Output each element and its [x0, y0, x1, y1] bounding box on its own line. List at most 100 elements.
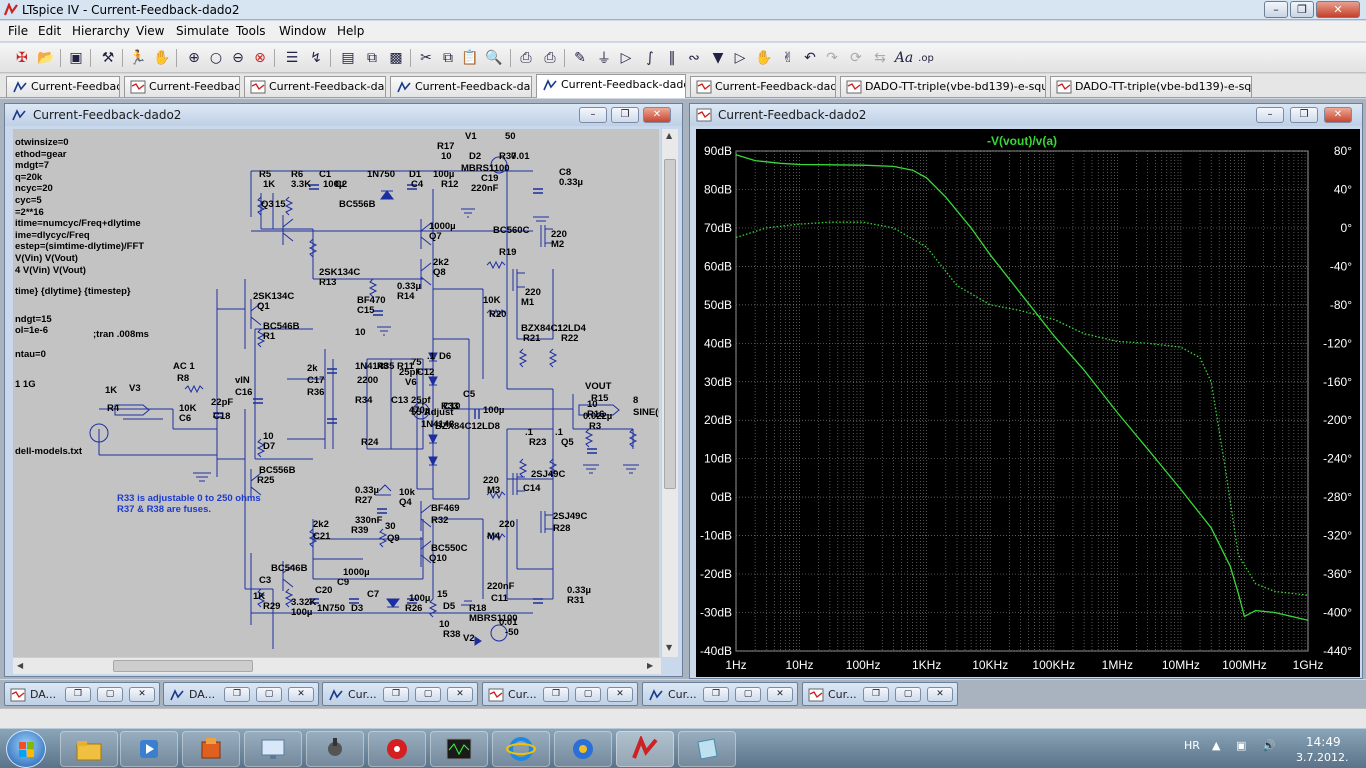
taskbar-explorer[interactable]	[60, 731, 118, 767]
minimized-maximize-icon[interactable]: ▢	[735, 687, 761, 702]
menu-tools[interactable]: Tools	[236, 24, 266, 38]
component-label[interactable]: C9	[337, 577, 350, 588]
component-label[interactable]: 50	[505, 131, 516, 142]
scroll-up-icon[interactable]: ▲	[666, 131, 673, 140]
component-label[interactable]: Q9	[387, 533, 400, 544]
component-label[interactable]: R17	[437, 141, 455, 152]
restore-button[interactable]: ❐	[1290, 1, 1314, 18]
taskbar-app-3[interactable]	[182, 731, 240, 767]
component-label[interactable]: C10	[443, 401, 461, 412]
taskbar-app-4[interactable]	[244, 731, 302, 767]
component-label[interactable]: R33	[441, 401, 459, 412]
component-label[interactable]: .1	[555, 323, 563, 334]
control-panel-icon[interactable]: ⚒	[101, 50, 115, 66]
menu-file[interactable]: File	[8, 24, 29, 38]
tile-vertical-icon[interactable]: ⧉	[367, 50, 377, 66]
minimize-button[interactable]: –	[1264, 1, 1288, 18]
component-label[interactable]: V2	[463, 633, 475, 644]
start-button[interactable]	[6, 730, 46, 768]
run-icon[interactable]: 🏃	[129, 50, 147, 66]
component-label[interactable]: C18	[213, 411, 231, 422]
component-label[interactable]: 15	[275, 199, 286, 210]
component-label[interactable]: R35	[377, 361, 395, 372]
component-label[interactable]: V1	[465, 131, 477, 142]
component-label[interactable]: C21	[313, 531, 331, 542]
redo-icon[interactable]: ↷	[826, 50, 838, 66]
drag-hand-icon[interactable]: ✌	[782, 50, 794, 66]
component-label[interactable]: 0.33µ	[397, 281, 421, 292]
component-label[interactable]: D6	[439, 351, 452, 362]
tab-dado-tt-triple-waveform-2[interactable]: DADO-TT-triple(vbe-bd139)-e-square	[1050, 76, 1252, 97]
component-label[interactable]: C16	[235, 387, 253, 398]
component-label[interactable]: 100µ	[409, 593, 431, 604]
component-label[interactable]: 220	[525, 287, 541, 298]
waveform-close-button[interactable]: ✕	[1324, 107, 1352, 123]
tab-current-feedback-schematic[interactable]: Current-Feedback	[6, 76, 120, 97]
minimized-close-icon[interactable]: ✕	[927, 687, 953, 702]
component-label[interactable]: 1000µ	[343, 567, 370, 578]
component-label[interactable]: 0.33µ	[559, 177, 583, 188]
component-label[interactable]: R32	[431, 515, 449, 526]
component-label[interactable]: 470µ	[409, 405, 431, 416]
component-label[interactable]: R37	[499, 151, 517, 162]
component-label[interactable]: M2	[551, 239, 565, 250]
component-label[interactable]: M1	[521, 297, 535, 308]
component-label[interactable]: R23	[529, 437, 547, 448]
minimized-maximize-icon[interactable]: ▢	[415, 687, 441, 702]
component-label[interactable]: 1K	[263, 179, 276, 190]
component-label[interactable]: C14	[523, 483, 541, 494]
component-label[interactable]: D1	[409, 169, 422, 180]
clock-date[interactable]: 3.7.2012.	[1296, 751, 1349, 764]
component-label[interactable]: 1K	[105, 385, 118, 396]
component-label[interactable]: MBRS1100	[469, 613, 518, 624]
component-label[interactable]: C3	[259, 575, 272, 586]
component-label[interactable]: SINE(0 {sqrt(2)} {Freq})	[633, 407, 659, 418]
component-label[interactable]: D7	[263, 441, 276, 452]
component-label[interactable]: 3.3K	[291, 179, 312, 190]
spice-directive-icon[interactable]: .op	[918, 52, 934, 64]
horizontal-scroll-thumb[interactable]	[113, 660, 253, 672]
component-label[interactable]: 2k	[307, 363, 318, 374]
component-label[interactable]: R15	[591, 393, 609, 404]
menu-view[interactable]: View	[136, 24, 165, 38]
cut-icon[interactable]: ✂	[420, 50, 432, 66]
component-label[interactable]: 10	[441, 151, 452, 162]
component-label[interactable]: MBRS1100	[461, 163, 510, 174]
component-label[interactable]: R1	[263, 331, 276, 342]
component-label[interactable]: 0.022µ	[583, 411, 613, 422]
component-label[interactable]: BZX84C12LD8	[435, 421, 500, 432]
minimized-close-icon[interactable]: ✕	[129, 687, 155, 702]
component-label[interactable]: V6	[405, 377, 417, 388]
minimized-window-4[interactable]: Cur... ❐ ▢ ✕	[482, 682, 638, 706]
find-icon[interactable]: 🔍	[485, 50, 503, 66]
minimized-restore-icon[interactable]: ❐	[224, 687, 250, 702]
component-label[interactable]: R29	[263, 601, 281, 612]
component-label[interactable]: 2SJ49C	[531, 469, 566, 480]
diode-icon[interactable]: ▼	[712, 50, 724, 66]
component-label[interactable]: 3.32K	[291, 597, 317, 608]
component-label[interactable]: Q10	[429, 553, 447, 564]
component-label[interactable]: 1N4148	[421, 419, 455, 430]
component-label[interactable]: R5	[259, 169, 272, 180]
tab-current-feedback-waveform[interactable]: Current-Feedback	[124, 76, 240, 97]
component-label[interactable]: Q7	[429, 231, 442, 242]
component-label[interactable]: R28	[553, 523, 571, 534]
schematic-horizontal-scrollbar[interactable]: ◀ ▶	[13, 657, 661, 674]
menu-edit[interactable]: Edit	[38, 24, 62, 38]
component-label[interactable]: 100µ	[291, 607, 313, 618]
component-label[interactable]: 2SJ49C	[553, 511, 588, 522]
minimized-restore-icon[interactable]: ❐	[65, 687, 91, 702]
component-label[interactable]: 2SK134C	[253, 291, 295, 302]
scroll-down-icon[interactable]: ▼	[666, 643, 673, 652]
component-label[interactable]: C20	[315, 585, 333, 596]
ground-icon[interactable]: ⏚	[597, 51, 611, 67]
minimized-close-icon[interactable]: ✕	[288, 687, 314, 702]
component-label[interactable]: 1N4148	[355, 361, 389, 372]
minimized-window-1[interactable]: DA... ❐ ▢ ✕	[4, 682, 160, 706]
component-label[interactable]: 1K	[253, 591, 266, 602]
component-label[interactable]: M4	[487, 531, 501, 542]
component-label[interactable]: -50	[505, 627, 519, 638]
tab-current-feedback-dado-schematic[interactable]: Current-Feedback-dado	[390, 76, 532, 97]
menu-hierarchy[interactable]: Hierarchy	[72, 24, 131, 38]
component-label[interactable]: D5	[443, 601, 456, 612]
